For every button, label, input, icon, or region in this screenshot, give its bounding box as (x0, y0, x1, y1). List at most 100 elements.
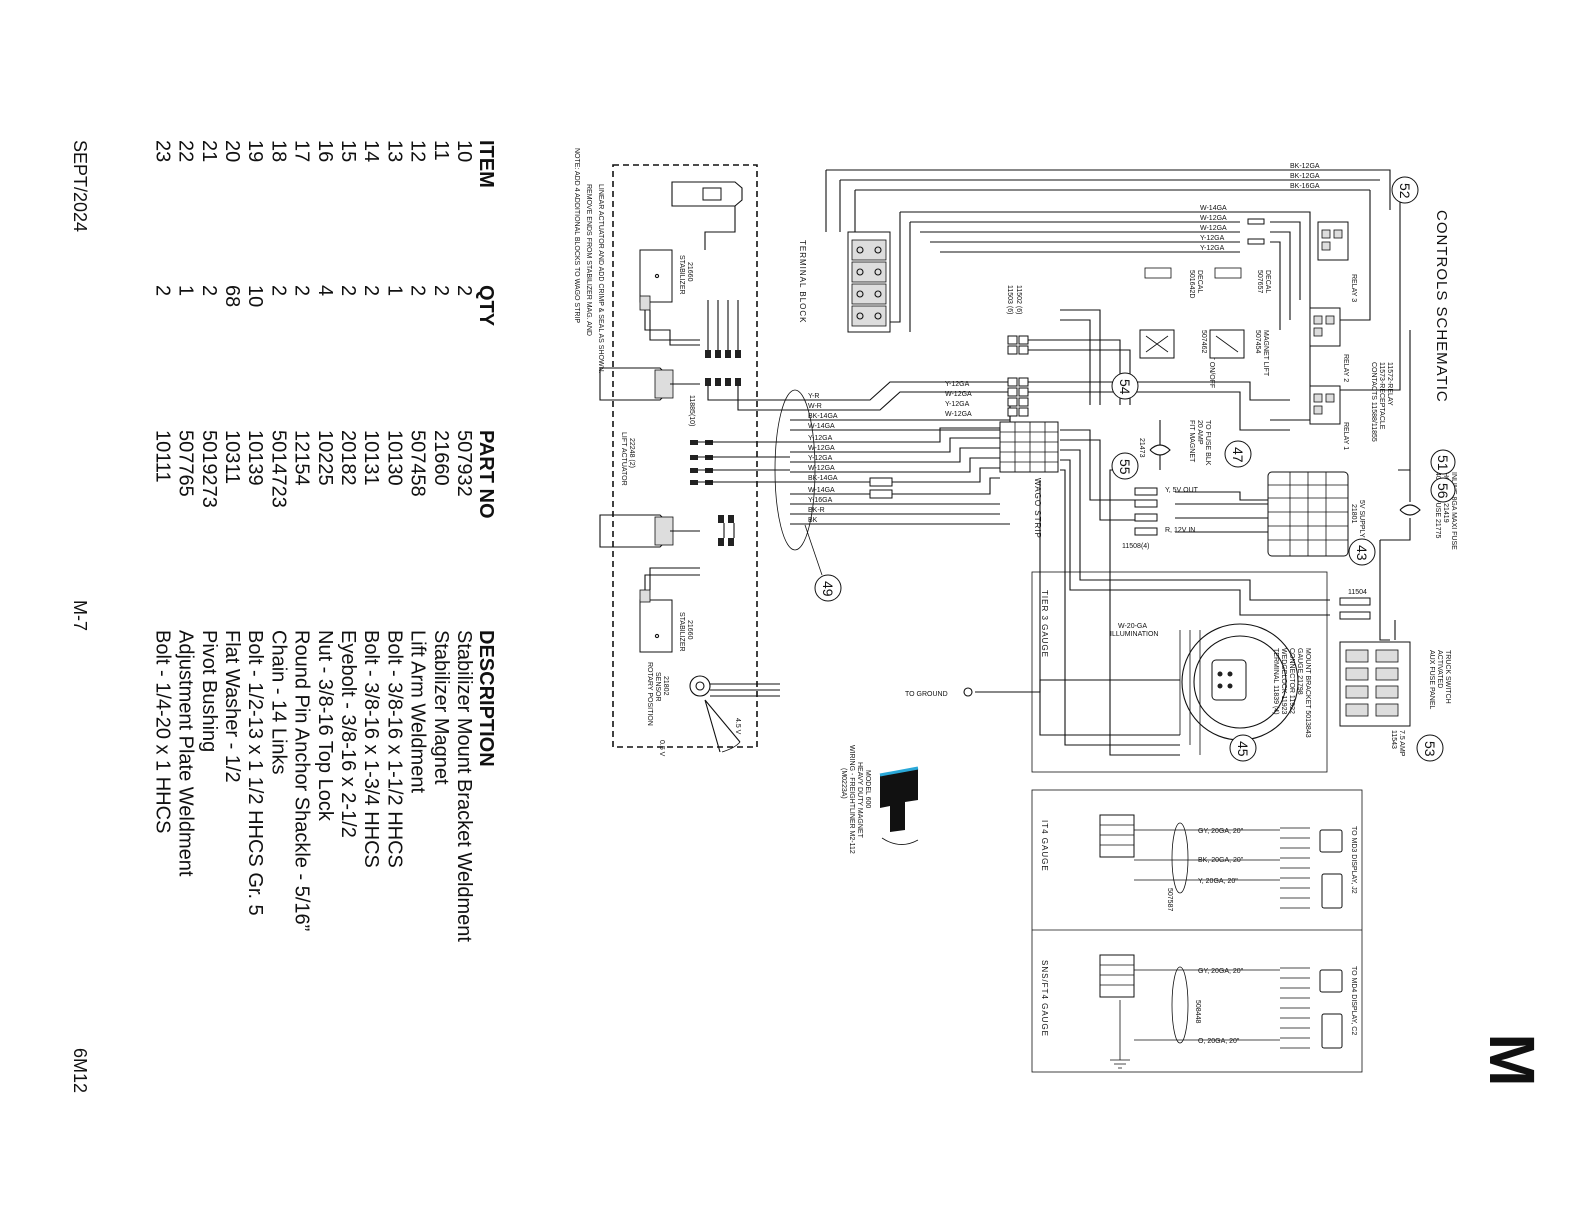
cell-qty: 2 (360, 285, 382, 296)
model-3: WIRING - FREIGHTLINER M2-112 (848, 745, 855, 854)
callout-47: 47 (1224, 440, 1252, 468)
cell-part-no: 507932 (453, 430, 475, 497)
magnet-onoff-label-1: MAGNET ON/OFF (1208, 330, 1215, 388)
decal-1: DECAL 501642D (1144, 267, 1203, 298)
cell-item: 14 (360, 140, 382, 162)
wire-label-w12-2: W-12GA (1200, 225, 1227, 232)
fuse-blk-2: 20 AMP (1196, 420, 1203, 445)
wire-labels-middle: Y-12GA W-12GA Y-12GA W-12GA (945, 381, 972, 418)
harness-label-4: W-14GA (808, 423, 835, 430)
wire-label-mid-2: W-12GA (945, 391, 972, 398)
harness-label-2: W-R (808, 403, 822, 410)
sns-gauge-section: GY, 20GA, 20" O, 20GA, 20" 508448 SNS/FT… (1040, 954, 1357, 1069)
cell-qty: 1 (175, 285, 197, 296)
wire-labels-harness: Y-R W-R BK-14GA W-14GA Y-12GA W-12GA Y-1… (808, 393, 838, 524)
cell-qty: 2 (407, 285, 429, 296)
conn-11508-label: 11508(4) (1122, 543, 1150, 550)
cell-qty: 2 (198, 285, 220, 296)
mount-bracket-1: MOUNT BRACKET 5013843 (1304, 648, 1311, 738)
connector-11504: 11504 (1339, 589, 1371, 620)
cell-description: Round Pin Anchor Shackle - 5/16” (291, 630, 313, 931)
harness-label-8: W-12GA (808, 465, 835, 472)
relay-info-2: 11573-RECEPTACLE (1378, 362, 1385, 430)
mount-bracket-2: GAUGE 21798 (1296, 648, 1303, 695)
relay-3-label: RELAY 3 (1350, 274, 1357, 302)
cell-qty: 68 (221, 285, 243, 307)
date-label: SEPT/2024 (70, 140, 90, 232)
wire-label-y12-2: Y-12GA (1200, 245, 1225, 252)
stabilizer-bottom-label-2: 21660 (686, 620, 693, 640)
conn-11502-label-1: 11502 (6) (1015, 285, 1022, 314)
stabilizer-bottom: STABILIZER 21660 (639, 567, 700, 653)
switch-magnet-onoff[interactable]: MAGNET ON/OFF 507462 (1139, 329, 1215, 388)
cell-part-no: 5019273 (198, 430, 220, 508)
cell-qty: 1 (383, 285, 405, 296)
parts-table: ITEM QTY PART NO DESCRIPTION 102507932St… (151, 140, 497, 942)
decal-1-label-2: 501642D (1188, 270, 1195, 298)
note-block: NOTE: ADD 4 ADDITIONAL BLOCKS TO WAGO ST… (573, 148, 604, 374)
header-item: ITEM (475, 140, 497, 188)
harness-label-9: BK-14GA (808, 475, 838, 482)
supply-5v: 5V SUPPLY 21801 (1267, 471, 1365, 557)
note-line-3: LINEAR ACTUATOR AND ADD CRIMP & SEAL AS … (597, 184, 604, 374)
lift-actuator-label-1: LIFT ACTUATOR (620, 432, 627, 486)
stabilizer-bottom-label-1: STABILIZER (678, 612, 685, 652)
fuse-21473-label: 21473 (1138, 438, 1145, 458)
harness-label-10: W-14GA (808, 487, 835, 494)
decal-2: DECAL 507657 (1214, 267, 1271, 293)
cell-item: 22 (175, 140, 197, 162)
cell-description: Lift Arm Weldment (407, 630, 429, 793)
lift-actuator-label-2: 22248 (2) (628, 438, 635, 468)
header-part-no: PART NO (475, 430, 497, 519)
harness-label-11: Y-16GA (808, 497, 833, 504)
harness-bundle (774, 389, 816, 551)
mount-bracket-5: TERMINAL 11839 (4) (1272, 648, 1279, 715)
cell-item: 13 (383, 140, 405, 162)
part-508448: 508448 (1194, 1000, 1201, 1023)
model-4: (M0223A) (840, 768, 847, 799)
harness-label-5: Y-12GA (808, 435, 833, 442)
to-ground-label: TO GROUND (905, 691, 948, 698)
cell-item: 10 (453, 140, 475, 162)
supply-connectors: Y, 5V OUT R, 12V IN 11508(4) (1122, 487, 1199, 550)
svg-text:51: 51 (1435, 455, 1451, 471)
wago-strip-label: WAGO STRIP (1033, 478, 1042, 539)
fuse-blk-1: TO FUSE BLK (1204, 420, 1211, 466)
inline-fuse-1: INLINE 8GA MAXI FUSE (1450, 472, 1457, 550)
sns-gy: GY, 20GA, 20" (1198, 968, 1244, 975)
svg-text:55: 55 (1117, 459, 1133, 475)
stabilizer-top: STABILIZER 21660 Y-R (639, 181, 743, 346)
callout-52: 52 (1391, 176, 1419, 204)
actuator-enclosure (612, 164, 758, 748)
stabilizer-top-label-1: STABILIZER (678, 255, 685, 295)
svg-text:43: 43 (1354, 545, 1370, 561)
page-number: M-7 (70, 600, 90, 631)
model-2: HEAVY DUTY MAGNET (856, 762, 863, 839)
callout-49: 49 (814, 574, 842, 602)
voltage-4-5: 4.5 V (734, 718, 741, 735)
cell-part-no: 20182 (337, 430, 359, 486)
callout-51: 51 (1430, 449, 1456, 475)
rotary-label-2: SENSOR (654, 672, 661, 702)
conn-11504-label: 11504 (1348, 589, 1367, 596)
model-1: MODEL 600 (864, 770, 871, 808)
it4-gy: GY, 20GA, 20" (1198, 828, 1244, 835)
cell-item: 21 (198, 140, 220, 162)
amp75-1: 7.5 AMP (1398, 730, 1405, 757)
terminal-block-label: TERMINAL BLOCK (798, 240, 807, 324)
sheet-letter: M (1476, 1033, 1548, 1086)
fuse-blk-label: TO FUSE BLK 20 AMP FIT MAGNET (1188, 420, 1211, 466)
wire-label-y12-1: Y-12GA (1200, 235, 1225, 242)
magnet-lift-label-1: MAGNET LIFT (1262, 330, 1269, 377)
switch-magnet-lift[interactable]: MAGNET LIFT 507454 (1209, 329, 1269, 377)
cell-description: Bolt - 3/8-16 x 1-3/4 HHCS (360, 630, 382, 868)
svg-text:45: 45 (1235, 741, 1251, 757)
truck-switch-1: TRUCK SWITCH (1444, 650, 1451, 704)
